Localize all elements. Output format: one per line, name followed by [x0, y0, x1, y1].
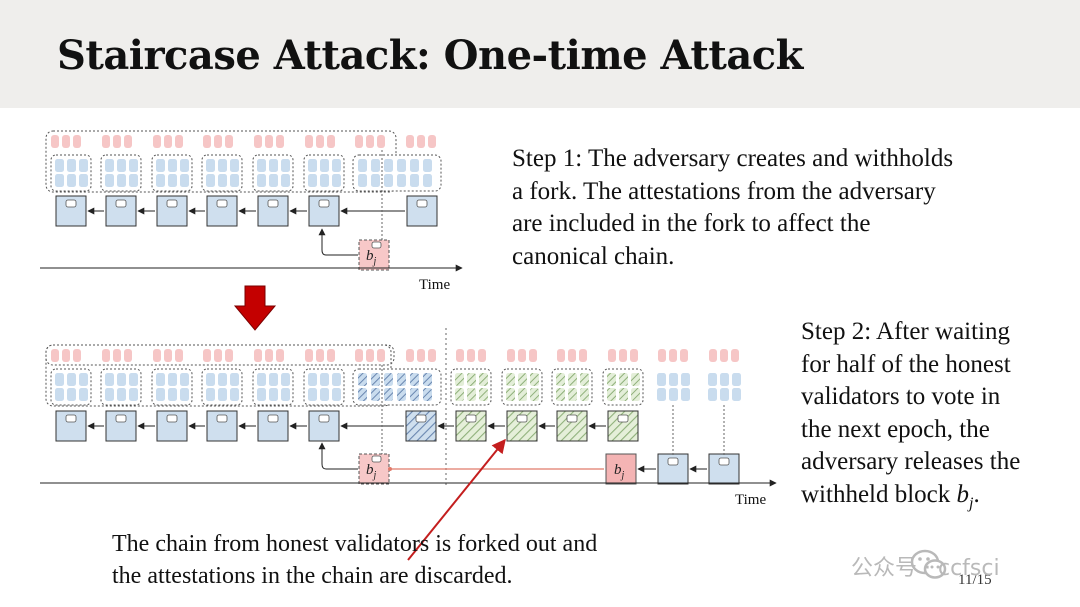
adversary-vote-group	[406, 349, 436, 362]
transition-arrow	[233, 285, 277, 331]
adversary-vote-group	[557, 349, 587, 362]
honest-block	[257, 195, 289, 227]
honest-vote-box	[50, 368, 92, 406]
down-arrow-icon	[233, 285, 277, 331]
block-label: bj	[366, 248, 377, 267]
honest-block	[206, 410, 238, 442]
slide-title: Staircase Attack: One-time Attack	[57, 32, 803, 79]
honest-vote-box	[303, 154, 345, 192]
released-block: bj	[605, 453, 637, 485]
fork-arrow	[318, 442, 358, 470]
withheld-block: bj	[358, 453, 390, 485]
adversary-vote-group	[608, 349, 638, 362]
hatched-green-block	[556, 410, 588, 442]
honest-block	[105, 195, 137, 227]
caption-text: The chain from honest validators is fork…	[112, 531, 598, 589]
adversary-vote-group	[355, 135, 385, 148]
honest-block	[308, 410, 340, 442]
honest-block	[55, 410, 87, 442]
honest-block	[156, 410, 188, 442]
hatched-green-block	[455, 410, 487, 442]
adversary-vote-group	[305, 349, 335, 362]
adversary-vote-group	[406, 135, 436, 148]
adversary-vote-group	[102, 135, 132, 148]
wechat-icon	[910, 549, 947, 579]
adversary-vote-group	[658, 349, 688, 362]
honest-vote-box	[252, 368, 294, 406]
adversary-vote-group	[153, 349, 183, 362]
watermark: 公众号 · ccfsci	[851, 556, 1000, 581]
adversary-vote-group	[355, 349, 385, 362]
honest-vote-box	[151, 368, 193, 406]
honest-vote-box	[151, 154, 193, 192]
adversary-vote-group	[254, 135, 284, 148]
adversary-vote-group	[254, 349, 284, 362]
fork-arrow	[318, 228, 358, 256]
honest-block	[308, 195, 340, 227]
title-bar	[0, 0, 1080, 108]
withheld-block: bj	[358, 239, 390, 271]
page-number: 11/15	[958, 572, 992, 588]
hatched-green-vote-box	[501, 368, 543, 406]
honest-block	[55, 195, 87, 227]
adversary-vote-frame	[45, 130, 397, 193]
block-label: bj	[366, 462, 377, 481]
adversary-vote-group	[51, 135, 81, 148]
adversary-vote-group	[153, 135, 183, 148]
honest-vote-box	[303, 368, 345, 406]
honest-block	[708, 453, 740, 485]
adversary-vote-group	[51, 349, 81, 362]
adversary-vote-group	[203, 349, 233, 362]
adversary-vote-group	[456, 349, 486, 362]
time-label: Time	[735, 492, 766, 508]
adversary-vote-group	[507, 349, 537, 362]
honest-block	[206, 195, 238, 227]
honest-block	[257, 410, 289, 442]
step1-text: Step 1: The adversary creates and withho…	[512, 145, 954, 270]
adversary-vote-group	[709, 349, 739, 362]
honest-vote-box	[50, 154, 92, 192]
honest-vote-box	[657, 373, 690, 401]
honest-vote-box	[100, 368, 142, 406]
step2-text: Step 2: After waiting for half of the ho…	[801, 318, 1021, 512]
hatched-green-vote-box	[551, 368, 593, 406]
pointer-arrow	[407, 438, 506, 561]
release-link-end	[388, 467, 392, 471]
honest-block	[105, 410, 137, 442]
honest-vote-box	[252, 154, 294, 192]
hatched-green-vote-box	[450, 368, 492, 406]
adversary-vote-group	[305, 135, 335, 148]
honest-vote-box	[708, 373, 741, 401]
honest-vote-box	[201, 154, 243, 192]
honest-block	[406, 195, 438, 227]
hatched-green-block	[506, 410, 538, 442]
hatched-green-vote-box	[602, 368, 644, 406]
honest-vote-box	[201, 368, 243, 406]
hatched-blue-block	[405, 410, 437, 442]
adversary-vote-group	[102, 349, 132, 362]
honest-block	[156, 195, 188, 227]
hatched-green-block	[607, 410, 639, 442]
adversary-vote-group	[203, 135, 233, 148]
block-label: bj	[614, 462, 625, 481]
time-label: Time	[419, 277, 450, 293]
honest-vote-box	[100, 154, 142, 192]
honest-block	[657, 453, 689, 485]
